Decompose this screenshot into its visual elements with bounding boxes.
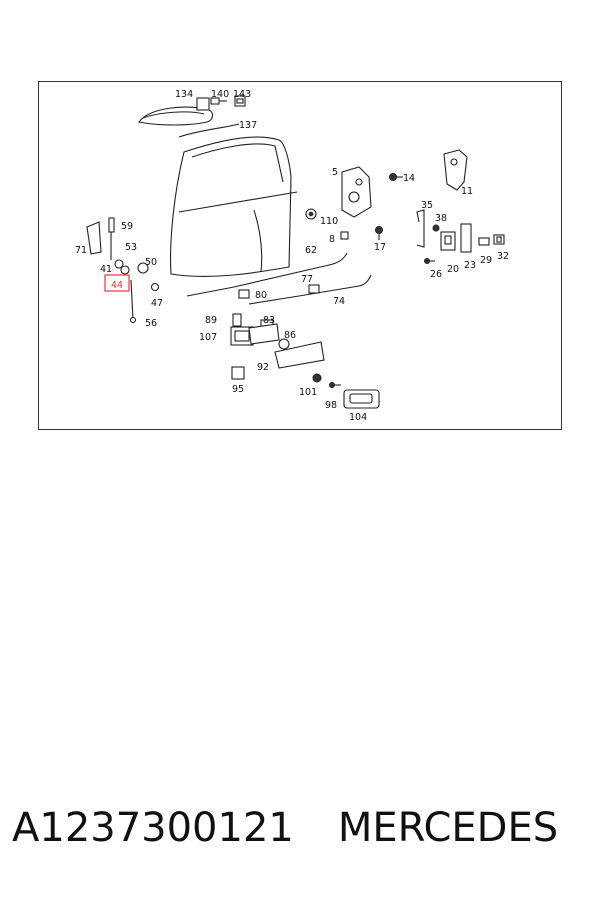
rod-part-74 (248, 274, 372, 305)
door-frame (170, 136, 298, 278)
fastener-part-143 (234, 95, 246, 107)
label-29: 29 (480, 255, 492, 266)
screw-part-14 (389, 173, 403, 181)
label-5: 5 (332, 167, 338, 178)
label-23: 23 (464, 260, 476, 271)
footer-caption: A1237300121 MERCEDES (12, 805, 592, 865)
label-110: 110 (320, 216, 338, 227)
label-101: 101 (299, 387, 317, 398)
part-number: A1237300121 (12, 805, 294, 851)
label-50: 50 (145, 257, 157, 268)
label-41: 41 (100, 264, 112, 275)
rod-part-59 (108, 217, 115, 260)
brand-name: MERCEDES (337, 805, 559, 851)
label-35: 35 (421, 200, 433, 211)
shim-part-32 (493, 234, 505, 245)
label-20: 20 (447, 264, 459, 275)
label-89: 89 (205, 315, 217, 326)
label-59: 59 (121, 221, 133, 232)
handle-part-86 (248, 323, 280, 345)
label-98: 98 (325, 400, 337, 411)
cap-part-95 (231, 366, 245, 380)
label-44: 44 (111, 280, 123, 291)
clip-part-41 (120, 265, 130, 275)
part-labels: 134 140 143 137 5 14 11 110 35 38 8 17 5… (75, 89, 509, 423)
label-14: 14 (403, 173, 415, 184)
label-80: 80 (255, 290, 267, 301)
label-137: 137 (239, 120, 257, 131)
rod-part-137 (178, 123, 240, 138)
label-53: 53 (125, 242, 137, 253)
lock-part-5 (341, 166, 372, 218)
screw-part-101 (312, 373, 322, 383)
label-74: 74 (333, 296, 345, 307)
label-62: 62 (305, 245, 317, 256)
label-140: 140 (211, 89, 229, 100)
label-83: 83 (263, 315, 275, 326)
clip-part-77 (308, 284, 320, 294)
bracket-part-35 (416, 209, 425, 248)
fastener-part-8 (340, 231, 349, 240)
label-92: 92 (257, 362, 269, 373)
label-107: 107 (199, 332, 217, 343)
label-32: 32 (497, 251, 509, 262)
label-143: 143 (233, 89, 251, 100)
shim-part-29 (478, 237, 490, 246)
label-11: 11 (461, 186, 473, 197)
label-77: 77 (301, 274, 313, 285)
label-134: 134 (175, 89, 193, 100)
label-56: 56 (145, 318, 157, 329)
highlight-box-44 (104, 274, 130, 292)
label-17: 17 (374, 242, 386, 253)
clip-part-110 (305, 208, 317, 220)
plate-part-23 (460, 223, 472, 253)
rod-part-56 (129, 279, 137, 324)
label-26: 26 (430, 269, 442, 280)
door-lock-exploded-view: 134 140 143 137 5 14 11 110 35 38 8 17 5… (75, 89, 509, 423)
screw-part-38 (432, 224, 440, 232)
clip-part-50 (137, 262, 149, 274)
label-47: 47 (151, 298, 163, 309)
fastener-part-140 (210, 97, 227, 105)
clip-part-80 (238, 289, 250, 299)
label-95: 95 (232, 384, 244, 395)
cover-part-92 (274, 338, 325, 369)
screw-part-26 (424, 258, 435, 264)
label-86: 86 (284, 330, 296, 341)
striker-part-20 (440, 231, 456, 251)
label-71: 71 (75, 245, 87, 256)
clip-part-47 (150, 282, 160, 292)
label-104: 104 (349, 412, 367, 423)
cover-part-89 (232, 313, 242, 327)
knob-part-53 (114, 259, 124, 269)
rod-part-62 (186, 252, 348, 297)
bracket-part-71 (86, 221, 102, 255)
screw-part-98 (329, 382, 341, 388)
trim-part-104 (343, 389, 380, 409)
label-38: 38 (435, 213, 447, 224)
parts-diagram: 134 140 143 137 5 14 11 110 35 38 8 17 5… (38, 81, 562, 430)
fastener-part-17 (375, 226, 383, 240)
door-handle-part-134 (138, 97, 214, 126)
bracket-part-11 (443, 149, 468, 191)
label-8: 8 (329, 234, 335, 245)
